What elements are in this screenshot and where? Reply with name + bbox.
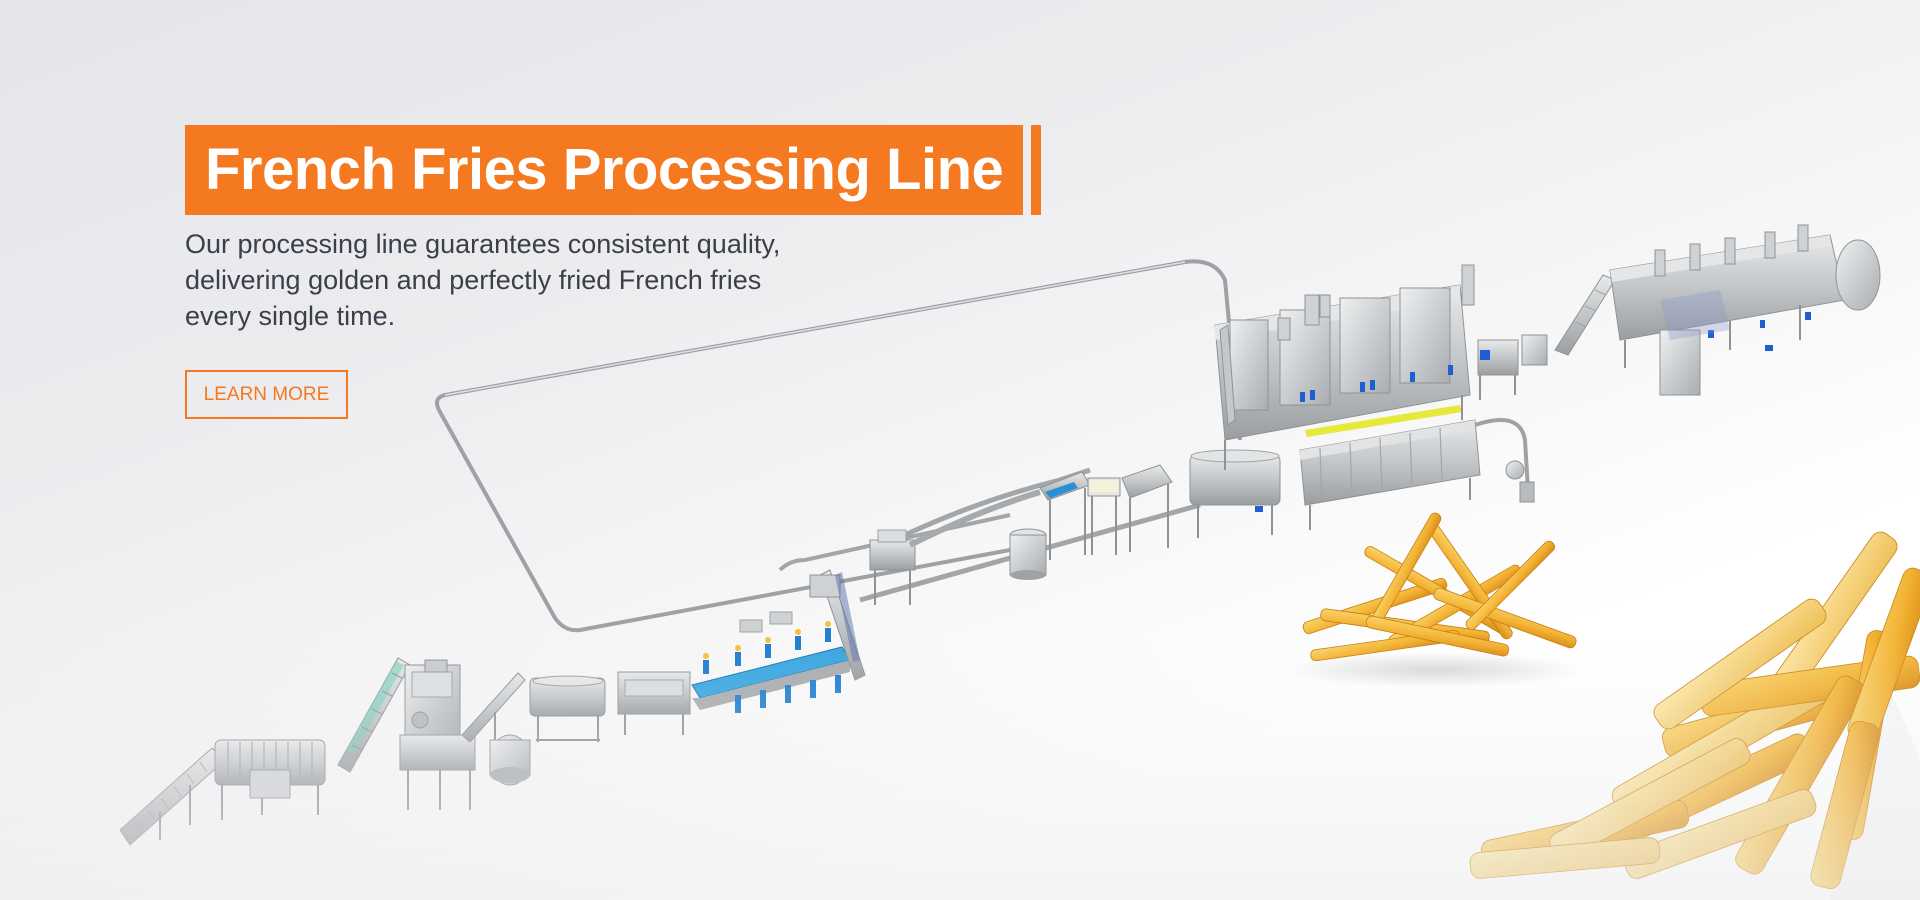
hero-subtitle: Our processing line guarantees consisten… — [185, 226, 885, 334]
hero-title-block: French Fries Processing Line — [185, 125, 1042, 215]
title-accent-bar — [1031, 125, 1042, 215]
subtitle-line: delivering golden and perfectly fried Fr… — [185, 265, 762, 295]
subtitle-line: Our processing line guarantees consisten… — [185, 229, 781, 259]
subtitle-line: every single time. — [185, 301, 396, 331]
learn-more-button[interactable]: LEARN MORE — [185, 370, 348, 419]
page-title: French Fries Processing Line — [185, 125, 1024, 215]
